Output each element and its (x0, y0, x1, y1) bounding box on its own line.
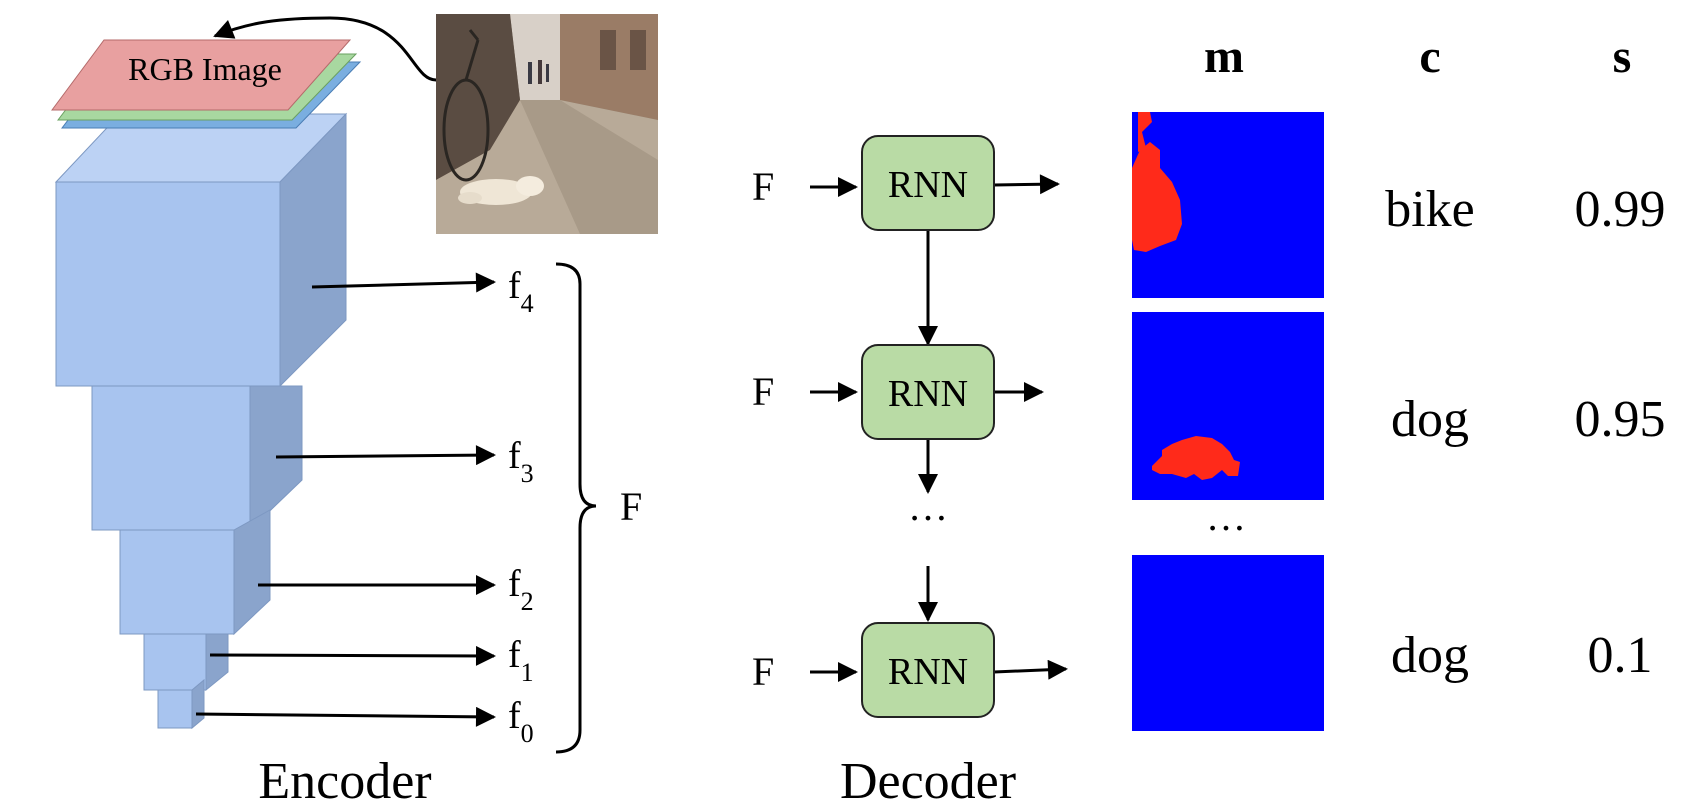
rgb-image-label: RGB Image (128, 51, 282, 87)
encoder-block-2 (119, 509, 271, 636)
feature-arrows (195, 272, 496, 727)
encoder-stack (54, 112, 348, 730)
input-photo (436, 14, 658, 234)
mask-1 (1132, 112, 1324, 298)
decoder-input-2: F (752, 369, 774, 414)
class-label-3: dog (1391, 627, 1469, 684)
encoder-block-3 (91, 385, 303, 532)
combined-feature-label: F (620, 484, 642, 529)
rnn-cell-1-label: RNN (888, 164, 968, 206)
decoder-input-3: F (752, 649, 774, 694)
feature-label-f4: f4 (508, 265, 534, 318)
score-header: s (1613, 30, 1632, 83)
mask-2-dog-region (1152, 436, 1240, 480)
feature-labels: f4 f3 f2 f1 f0 (508, 265, 534, 748)
mask-header: m (1204, 30, 1244, 83)
arrow-f4 (311, 272, 496, 293)
class-label-1: bike (1385, 181, 1475, 238)
rnn-cell-1: RNN (861, 135, 995, 231)
mask-3 (1132, 555, 1324, 731)
arrow-f3 (275, 445, 496, 466)
feature-brace (555, 262, 597, 754)
mask-2 (1132, 312, 1324, 500)
score-label-2: 0.95 (1575, 391, 1666, 448)
rgb-image-layers: RGB Image (51, 39, 362, 129)
rnn-cell-2-label: RNN (888, 373, 968, 415)
output-arrow-1 (993, 174, 1060, 195)
encoder-block-0 (157, 678, 205, 730)
feature-label-f2: f2 (508, 563, 534, 616)
decoder-input-1: F (752, 164, 774, 209)
photo-to-rgb-arrow (213, 16, 437, 82)
arrow-f0 (195, 706, 496, 727)
rnn-cell-3: RNN (861, 622, 995, 718)
rnn-cell-3-label: RNN (888, 651, 968, 693)
output-arrow-3 (993, 659, 1068, 680)
photo-bicycle (442, 29, 490, 182)
class-header: c (1419, 30, 1440, 83)
decoder-title: Decoder (840, 753, 1016, 808)
feature-label-f0: f0 (508, 695, 534, 748)
arrow-f1 (209, 645, 496, 666)
mask-1-bike-region (1132, 112, 1182, 252)
encoder-title: Encoder (258, 753, 431, 808)
decoder: F F F RNN RNN RNN … (752, 135, 1068, 718)
decoder-ellipsis: … (908, 484, 948, 529)
encoder-block-1 (143, 633, 229, 692)
mask-ellipsis: … (1206, 494, 1246, 539)
feature-label-f1: f1 (508, 634, 534, 687)
encoder-block-4 (54, 112, 348, 388)
rnn-cell-2: RNN (861, 344, 995, 440)
class-label-2: dog (1391, 391, 1469, 448)
photo-dog (458, 176, 544, 205)
score-label-1: 0.99 (1575, 181, 1666, 238)
feature-label-f3: f3 (508, 435, 534, 488)
score-label-3: 0.1 (1588, 627, 1653, 684)
